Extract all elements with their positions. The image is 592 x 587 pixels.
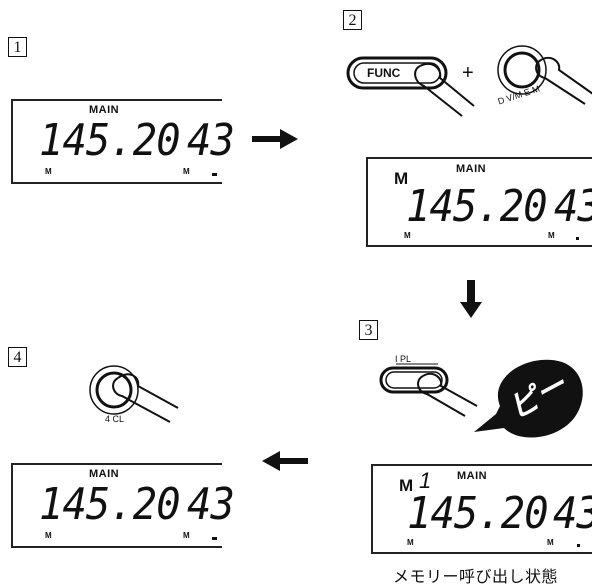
lcd-m-indicator-left: M [45, 167, 52, 176]
pressing-finger-icon [414, 62, 475, 117]
step-2-label: 2 [343, 10, 362, 30]
dvmem-button-icon [497, 45, 547, 95]
pressing-finger-icon [112, 373, 179, 423]
pressing-finger-icon [417, 372, 478, 417]
plus-sign: + [462, 62, 474, 84]
lcd-dash-segment [576, 237, 579, 240]
lcd-m-indicator-right: M [547, 538, 554, 547]
lcd-frequency: 145.20 [39, 479, 181, 530]
beep-bubble-icon [474, 359, 583, 438]
lcd-channel: 43 [553, 488, 592, 539]
arrow-right-icon [252, 129, 298, 149]
lcd-main-label: MAIN [456, 163, 487, 175]
step-1-label: 1 [8, 37, 27, 57]
lcd-frequency: 145.20 [407, 488, 549, 539]
lcd-dash-segment [212, 537, 217, 540]
lcd-channel: 43 [187, 479, 235, 530]
lcd-m-indicator-right: M [548, 231, 555, 240]
lcd-m-indicator-right: M [183, 167, 190, 176]
lcd-main-label: MAIN [89, 104, 120, 116]
step-4-label: 4 [8, 347, 27, 367]
lcd-dash-segment [577, 544, 580, 547]
lcd-channel: 43 [187, 115, 235, 166]
lcd-channel: 43 [554, 181, 592, 232]
lcd-frequency: 145.20 [39, 115, 181, 166]
lcd-m-indicator-left: M [404, 231, 411, 240]
pressing-finger-icon [535, 56, 592, 105]
lcd-display-step-4: MAIN 145.20 43 M M [11, 463, 235, 548]
lcd-display-step-2: M MAIN 145.20 43 M M [366, 157, 592, 247]
lcd-m-indicator-right: M [183, 531, 190, 540]
arrow-left-icon [262, 451, 308, 471]
step-3-label: 3 [359, 320, 378, 340]
lcd-display-step-1: MAIN 145.20 43 M M [11, 99, 235, 184]
lcd-display-step-3: M 1 MAIN 145.20 43 M M [371, 464, 592, 554]
lcd-m-indicator-left: M [407, 538, 414, 547]
lcd-frequency: 145.20 [406, 181, 548, 232]
lcd-main-label: MAIN [89, 468, 120, 480]
memory-recall-caption: メモリー呼び出し状態 [393, 569, 559, 586]
lcd-memory-mode-m: M [399, 476, 414, 495]
pl-button-label: I PL [395, 354, 412, 364]
arrow-down-icon [460, 280, 482, 318]
lcd-memory-channel: 1 [419, 468, 432, 493]
lcd-m-indicator-left: M [45, 531, 52, 540]
lcd-memory-mode-m: M [394, 169, 409, 188]
func-button-label: FUNC [367, 66, 401, 80]
lcd-dash-segment [212, 173, 217, 176]
cl-button-label: 4 CL [105, 414, 125, 424]
lcd-main-label: MAIN [457, 470, 488, 482]
